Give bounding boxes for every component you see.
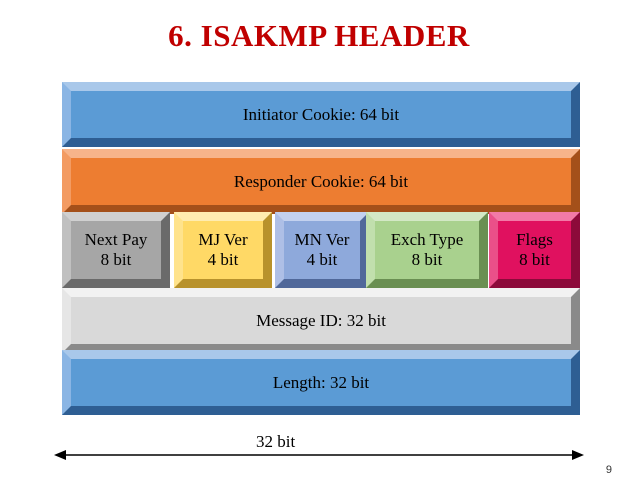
mn-ver-name: MN Ver [294, 230, 350, 249]
length-block: Length: 32 bit [62, 350, 580, 415]
double-arrow-icon [54, 450, 584, 460]
next-pay-size: 8 bit [100, 250, 132, 269]
page-number: 9 [605, 464, 612, 476]
exch-type-size: 8 bit [411, 250, 443, 269]
responder-cookie-label: Responder Cookie: 64 bit [233, 171, 409, 191]
exch-type-name: Exch Type [390, 230, 464, 249]
responder-cookie-block: Responder Cookie: 64 bit [62, 149, 580, 214]
slide-title: 6. ISAKMP HEADER [168, 18, 470, 53]
flags-name: Flags [516, 230, 553, 249]
message-id-label: Message ID: 32 bit [256, 310, 386, 330]
width-label: 32 bit [256, 432, 296, 451]
next-pay-name: Next Pay [84, 230, 148, 249]
length-label: Length: 32 bit [272, 372, 370, 392]
mj-ver-field: MJ Ver 4 bit [174, 212, 272, 288]
initiator-cookie-block: Initiator Cookie: 64 bit [62, 82, 580, 147]
exch-type-field: Exch Type 8 bit [366, 212, 488, 288]
initiator-cookie-label: Initiator Cookie: 64 bit [242, 104, 400, 124]
next-pay-field: Next Pay 8 bit [62, 212, 170, 288]
mn-ver-size: 4 bit [306, 250, 338, 269]
message-id-block: Message ID: 32 bit [62, 288, 580, 353]
mj-ver-name: MJ Ver [198, 230, 248, 249]
mj-ver-size: 4 bit [207, 250, 239, 269]
mn-ver-field: MN Ver 4 bit [275, 212, 369, 288]
flags-field: Flags 8 bit [489, 212, 580, 288]
flags-size: 8 bit [519, 250, 550, 269]
